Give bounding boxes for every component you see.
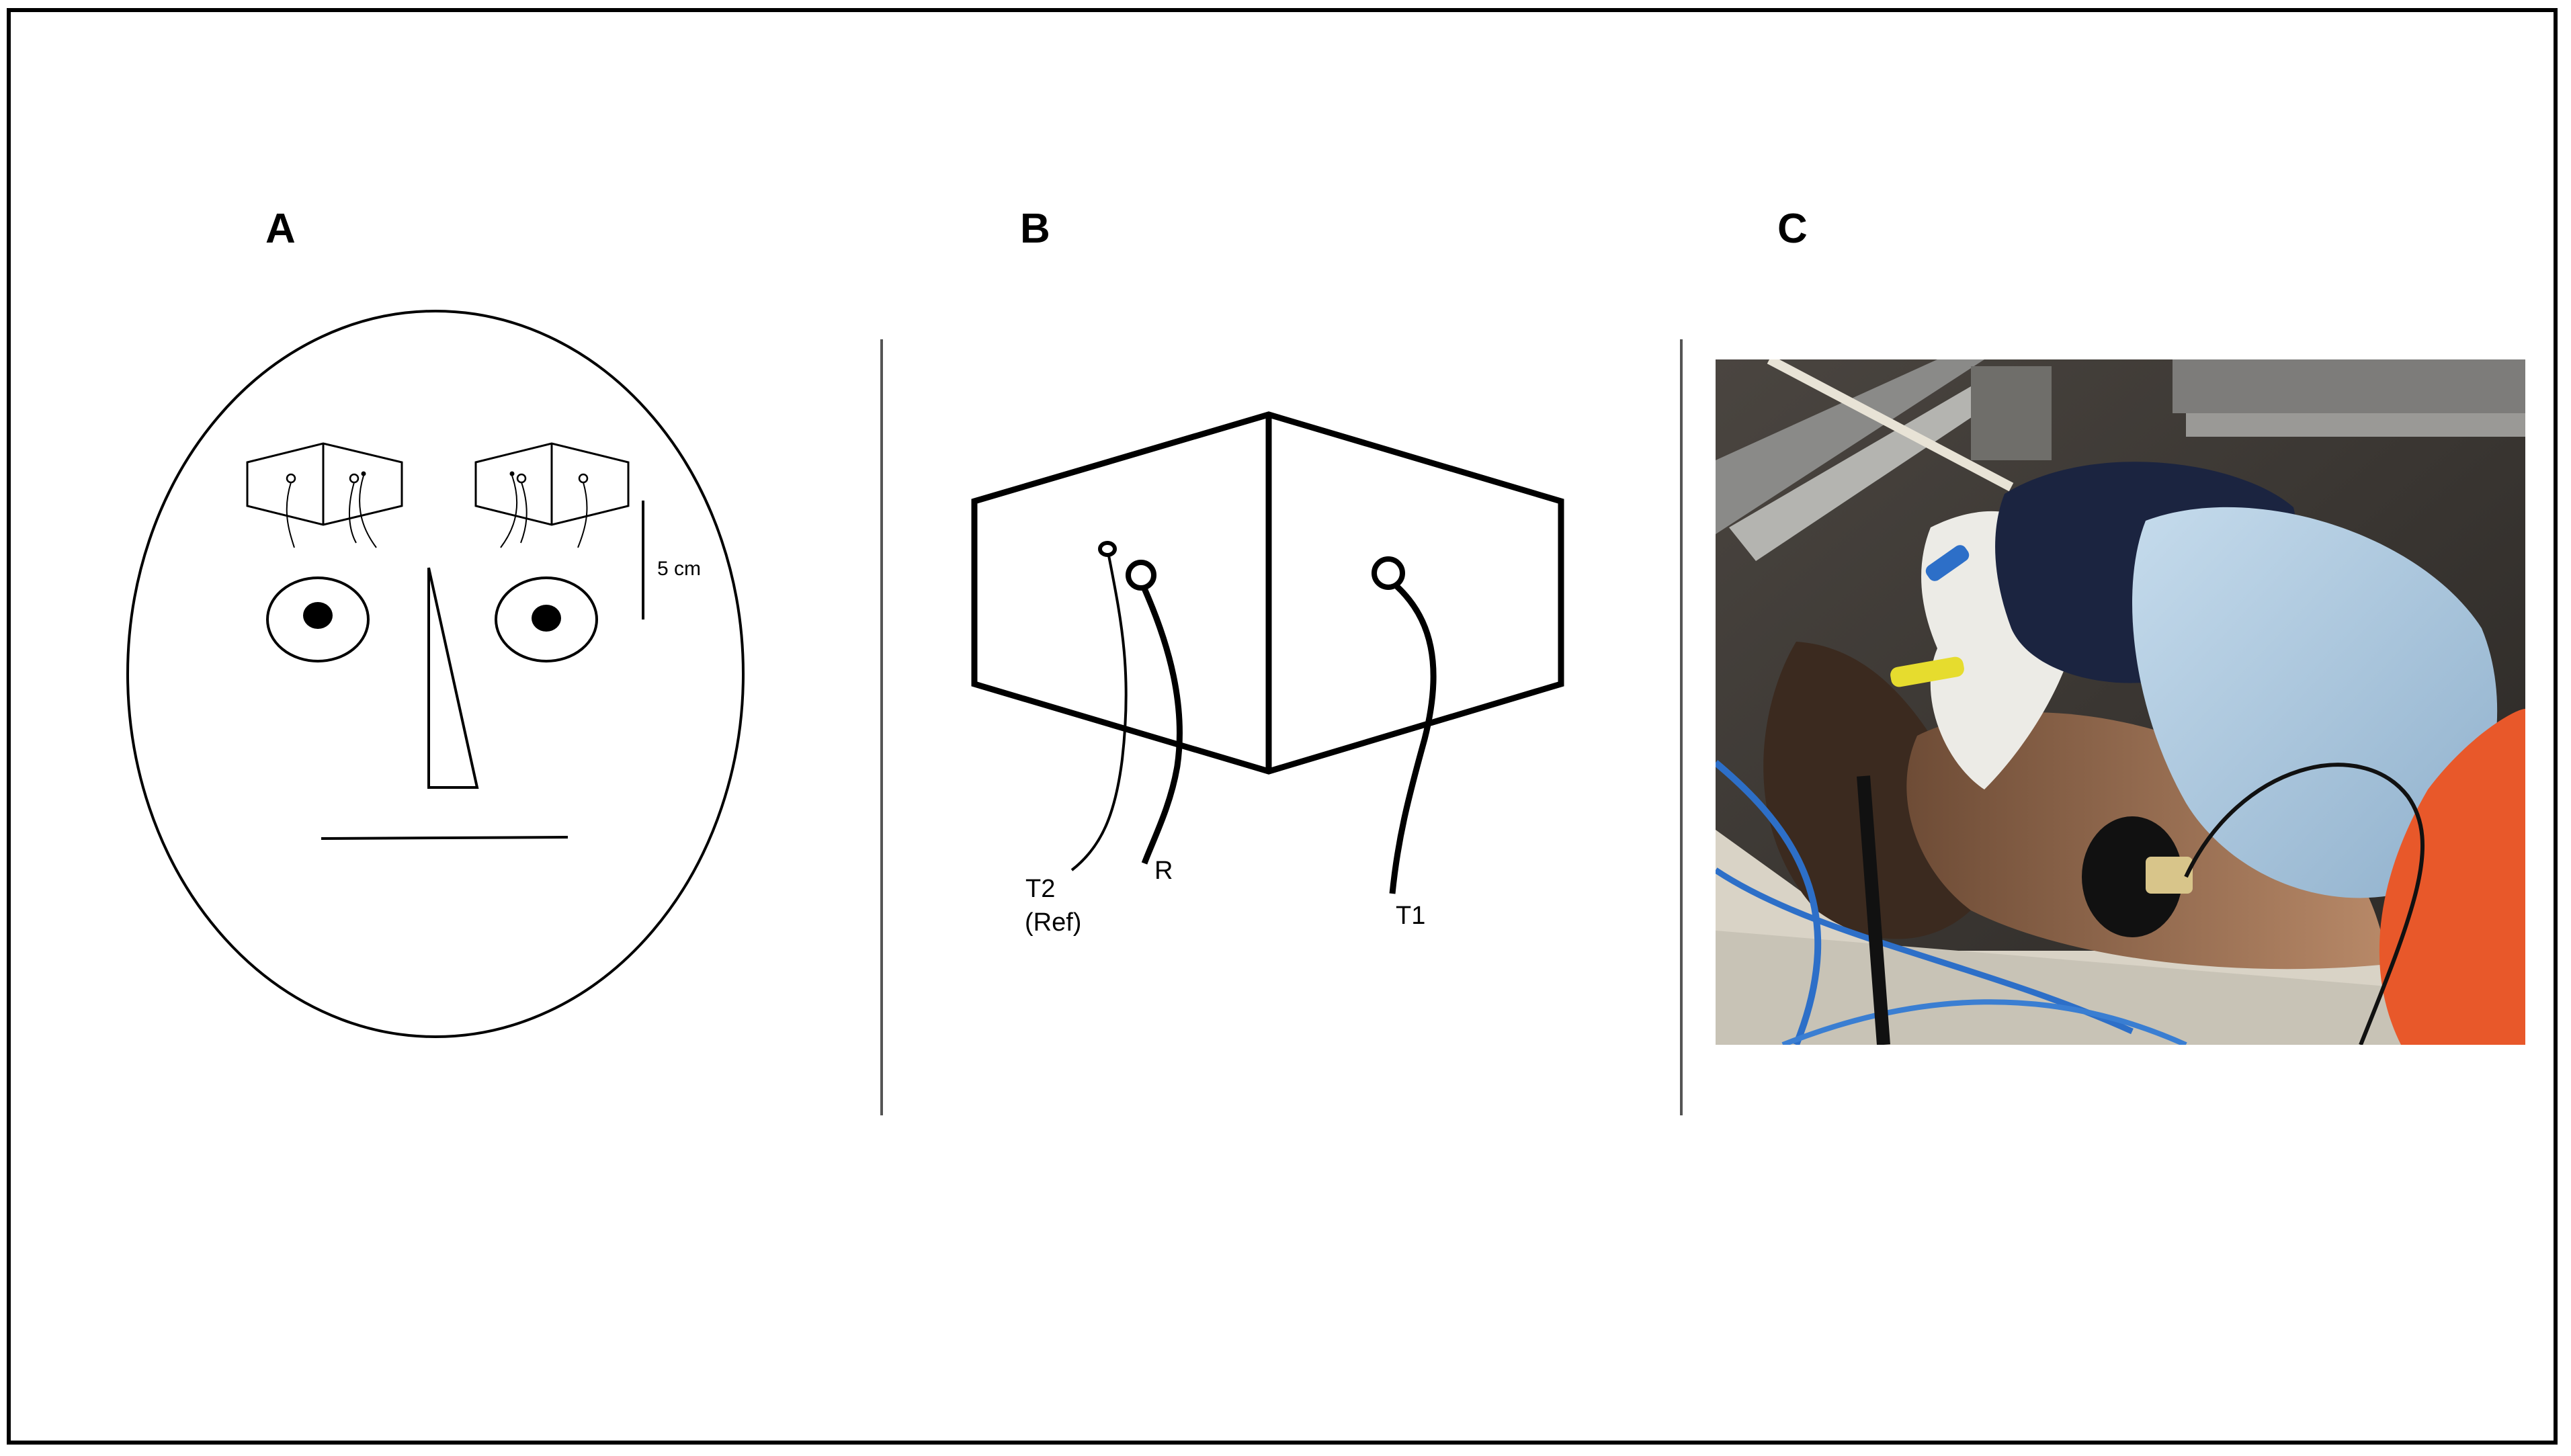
right-pupil bbox=[532, 605, 561, 632]
divider-right bbox=[1680, 339, 1683, 1115]
left-pupil bbox=[303, 602, 333, 629]
left-electrode-patch bbox=[246, 442, 403, 526]
t1-electrode bbox=[1372, 556, 1405, 590]
panel-b-label: B bbox=[1020, 206, 1050, 252]
t1-label: T1 bbox=[1396, 902, 1425, 930]
r-label: R bbox=[1154, 857, 1173, 885]
nose bbox=[427, 567, 479, 789]
panel-c-photo bbox=[1716, 359, 2525, 1045]
r-electrode bbox=[1126, 560, 1156, 591]
figure-frame bbox=[7, 8, 2558, 1445]
panel-a-label: A bbox=[265, 206, 296, 252]
right-patch-electrode bbox=[509, 471, 515, 476]
right-patch-electrode bbox=[578, 473, 589, 484]
panel-a-face-diagram: 5 cm bbox=[126, 310, 745, 1038]
divider-left bbox=[880, 339, 883, 1115]
panel-b-electrode-diagram: T2 (Ref) R T1 bbox=[971, 411, 1564, 937]
face-outline bbox=[126, 310, 745, 1038]
scale-bar-label: 5 cm bbox=[657, 558, 701, 580]
mouth bbox=[321, 836, 568, 840]
panel-c-label: C bbox=[1777, 206, 1808, 252]
t2-label: T2 bbox=[1025, 875, 1055, 903]
left-patch-electrode bbox=[361, 471, 366, 476]
left-patch-electrode bbox=[349, 473, 360, 484]
ref-label: (Ref) bbox=[1025, 908, 1081, 937]
left-patch-electrode bbox=[286, 473, 296, 484]
t2-electrode bbox=[1098, 541, 1117, 557]
patient-photo-illustration bbox=[1716, 359, 2525, 1045]
left-eye bbox=[266, 576, 370, 662]
right-patch-electrode bbox=[516, 473, 527, 484]
right-eye bbox=[495, 576, 598, 662]
